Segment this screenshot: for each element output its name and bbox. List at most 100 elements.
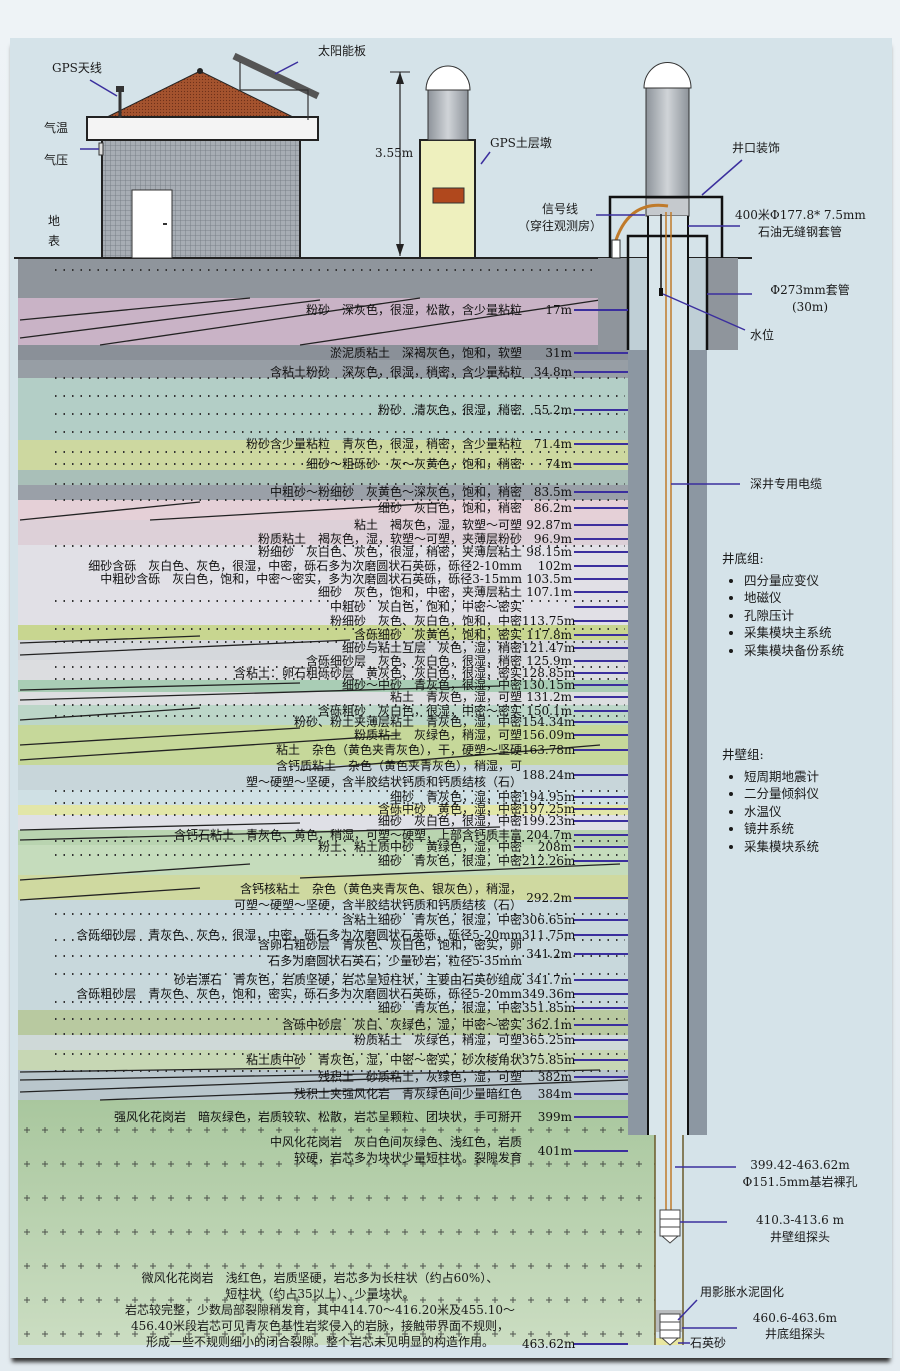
clay-hatch <box>299 299 601 346</box>
stratum-description: 细砂～粗砾砂 灰～灰黄色，饱和，稍密 <box>305 457 522 471</box>
stratum-depth: 74m <box>545 457 572 471</box>
stratum-band <box>18 520 628 545</box>
stratum-description: 细砂 灰白色，很湿，中密 <box>377 814 522 828</box>
clay-hatch <box>149 502 441 521</box>
clay-hatch <box>19 863 251 881</box>
stratum-depth: 107.1m <box>526 585 572 599</box>
depth-tick <box>574 1116 628 1118</box>
stratum-description: 粉质粘土 褐灰色，湿，软塑～可塑，夹薄层粉砂 <box>257 532 522 546</box>
stratum-description: 含钙核粘土 杂色（黄色夹青灰色、银灰色），稍湿， <box>239 882 522 896</box>
stratum-band <box>18 545 628 625</box>
cement-label: 用影胀水泥固化 <box>700 1285 785 1299</box>
depth-tick <box>574 684 628 686</box>
stratum-description: 中粗砂～粉细砂 灰黄色～深灰色，饱和，稍密 <box>269 485 522 499</box>
clay-hatch <box>19 685 501 701</box>
depth-tick <box>574 820 628 822</box>
bottom-group-item: 采集模块主系统 <box>744 624 844 642</box>
stratum-band <box>18 790 628 805</box>
stratum-description: 细砂 灰色，饱和，中密，夹薄层粘土 <box>317 585 522 599</box>
stratum-band <box>18 875 628 900</box>
depth-tick <box>574 352 628 354</box>
signal-line-label: 信号线 <box>541 202 578 216</box>
stratum-description: 中风化花岗岩 灰白色间灰绿色、浅红色，岩质 <box>269 1135 522 1149</box>
wall-group-title: 井壁组: <box>722 747 764 762</box>
stratum-description: 细砂 青灰色，很湿，中密 <box>377 854 522 868</box>
granite-plus-pattern <box>18 1102 655 1345</box>
depth-tick <box>574 834 628 836</box>
depth-tick <box>574 696 628 698</box>
bottom-group-item: 四分量应变仪 <box>744 572 844 590</box>
casing-outer-note: (30m) <box>791 300 828 314</box>
stratum-depth: 382m <box>537 1070 572 1084</box>
stratum-description: 粉砂、粉土夹薄层粘土 青灰色，湿，中密 <box>293 715 522 729</box>
stratum-description: 粉砂 深灰色，很湿，松散，含少量粘粒 <box>305 303 522 317</box>
depth-tick <box>574 606 628 608</box>
stratum-description: 含砾粗砂层 青灰色、灰色，饱和，密实，砾石多为次磨圆状石英砾，砾径5-20mm <box>76 987 522 1001</box>
clay-hatch <box>19 734 401 761</box>
stratum-depth: 102m <box>537 559 572 573</box>
solar-panel-label: 太阳能板 <box>318 44 367 58</box>
stratum-description: 中粗砂含砾 灰白色，饱和，中密～密实，多为次磨圆状石英砾，砾径3-15mm <box>100 572 522 586</box>
stratum-depth: 375.85m <box>522 1053 576 1067</box>
stratum-depth: 130.15m <box>522 678 576 692</box>
wellhead <box>608 61 743 258</box>
stratum-description: 淤泥质粘土 深褐灰色，饱和，软塑 <box>329 346 522 360</box>
bedrock-depth-label: 463.62m <box>522 1337 576 1351</box>
clay-hatch <box>19 1077 401 1093</box>
well-casing <box>596 203 752 1346</box>
bottom-group-item: 孔隙压计 <box>744 607 844 625</box>
stratum-description: 含砾细砂层 灰色、灰白色，很湿，稍密 <box>305 654 522 668</box>
gps-pier-label: GPS土层墩 <box>490 136 552 150</box>
depth-tick <box>574 551 628 553</box>
wall-group-list: 井壁组: 短周期地震计 二分量倾斜仪 水温仪 镜井系统 采集模块系统 <box>722 746 819 855</box>
depth-tick <box>574 491 628 493</box>
wall-group-item: 短周期地震计 <box>744 768 819 786</box>
depth-tick <box>574 1093 628 1095</box>
clay-hatch <box>19 501 201 521</box>
depth-tick <box>574 578 628 580</box>
stratum-description: 较硬，岩芯多为块状少量短柱状。裂隙发育 <box>293 1151 522 1165</box>
depth-tick <box>574 647 628 649</box>
gps-pier <box>390 65 491 259</box>
depth-tick <box>574 979 628 981</box>
wall-group-item: 采集模块系统 <box>744 838 819 856</box>
stratum-description: 残积土 砂质粘土，灰绿色，湿，可塑 <box>317 1070 522 1084</box>
bottom-probe-range: 460.6-463.6m <box>752 1311 838 1325</box>
stratum-depth: 131.2m <box>526 690 572 704</box>
stratum-description: 细砂 青灰色，湿，中密 <box>389 790 522 804</box>
depth-tick <box>574 710 628 712</box>
water-level-label: 水位 <box>750 328 775 342</box>
solar-panel-icon <box>232 52 320 100</box>
bottom-probe-icon <box>659 1313 681 1346</box>
stratum-band <box>18 470 628 485</box>
depth-tick <box>574 919 628 921</box>
clay-hatch <box>19 297 251 321</box>
depth-tick <box>574 808 628 810</box>
stratum-band <box>18 345 628 360</box>
cable-label: 深井专用电缆 <box>750 477 823 491</box>
stratum-depth: 71.4m <box>533 437 572 451</box>
stratum-description: 粘土质中砂 青灰色，湿，中密～密实，砂次棱角状 <box>245 1053 522 1067</box>
stratum-depth: 341.2m <box>526 947 572 961</box>
stratum-depth: 199.23m <box>522 814 576 828</box>
stratum-depth: 96.9m <box>533 532 572 546</box>
depth-tick <box>574 409 628 411</box>
stratum-band <box>18 1010 628 1035</box>
stratum-description: 粉细砂 灰色、灰白色，饱和，中密 <box>329 614 522 628</box>
ground-surface-label: 地表 <box>48 214 61 248</box>
stratum-depth: 384m <box>537 1087 572 1101</box>
stratum-depth: 98.15m <box>526 545 572 559</box>
stratum-depth: 399m <box>537 1110 572 1124</box>
strata-patterns <box>19 269 629 1101</box>
stratum-description: 中粗砂 灰白色，饱和，中密～密实 <box>329 600 522 614</box>
stratum-description: 粉质粘土 灰绿色，稍湿，可塑 <box>353 728 522 742</box>
stratum-band <box>18 625 628 640</box>
stratum-description: 砂岩漂石 青灰色，岩质坚硬，岩芯呈短柱状，主要由石英砂组成 <box>173 973 522 987</box>
stratum-band <box>18 680 628 692</box>
stratum-description: 残积土夹强风化岩 青灰绿色间少量暗红色 <box>293 1087 522 1101</box>
depth-tick <box>574 591 628 593</box>
bare-hole-label: Φ151.5mm基岩裸孔 <box>742 1175 858 1189</box>
stratum-band <box>18 298 628 345</box>
stratum-description: 细砂～中砂 青灰色，很湿，中密 <box>341 678 522 692</box>
clay-hatch <box>19 299 321 339</box>
